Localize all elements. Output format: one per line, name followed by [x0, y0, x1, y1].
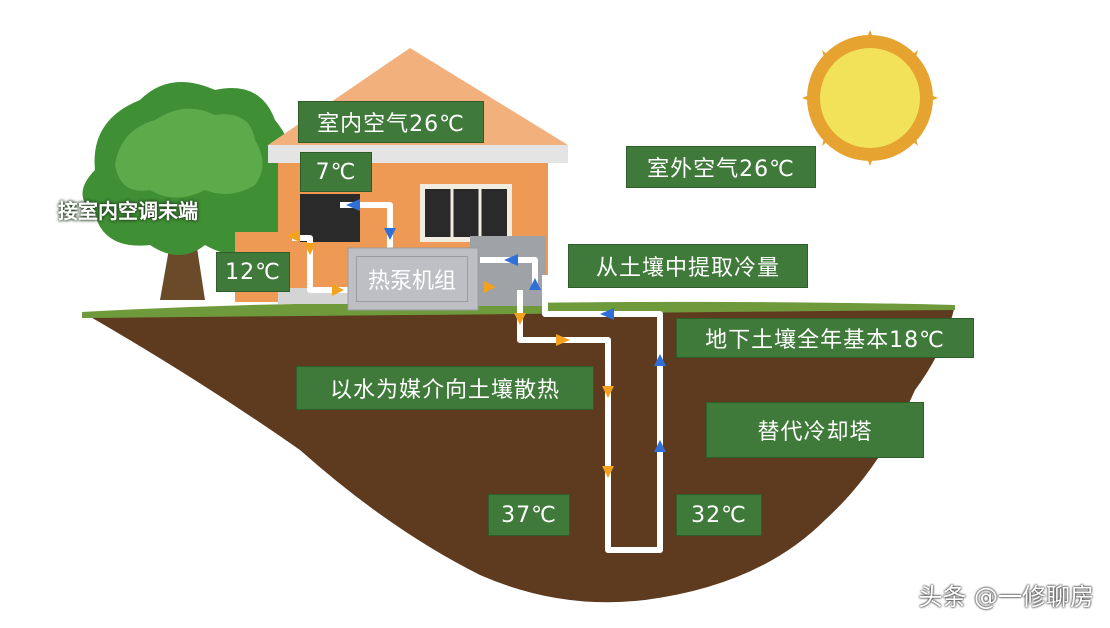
heat-pump-label: 热泵机组: [356, 256, 468, 302]
hot-arrow-icon: [484, 281, 496, 293]
tree-icon: [82, 82, 295, 300]
hot-arrow-icon: [286, 230, 300, 242]
house-window: [420, 184, 512, 242]
cold-arrow-icon: [654, 440, 666, 452]
cold-arrow-icon: [654, 354, 666, 366]
indoor-loop-pipe: [292, 235, 348, 293]
sun-icon: [802, 30, 938, 166]
hot-arrow-icon: [602, 386, 614, 398]
seven-degree-label: 7℃: [300, 152, 372, 192]
cold-arrow-icon: [529, 278, 541, 290]
replace-tower-label: 替代冷却塔: [706, 402, 924, 458]
cold-arrow-icon: [384, 228, 396, 240]
hot-arrow-icon: [602, 466, 614, 478]
hot-arrow-icon: [304, 243, 316, 255]
extract-cold-label: 从土壤中提取冷量: [568, 244, 808, 288]
cold-arrow-icon: [600, 308, 614, 320]
hot-arrow-icon: [514, 313, 526, 325]
cold-flow-arrows: [346, 199, 666, 452]
indoor-air-label: 室内空气26℃: [298, 101, 484, 143]
t37-label: 37℃: [488, 494, 570, 536]
hot-flow-arrows: [286, 230, 614, 478]
water-medium-label: 以水为媒介向土壤散热: [296, 366, 594, 410]
outdoor-air-label: 室外空气26℃: [626, 146, 816, 188]
watermark: 头条 @一修聊房: [918, 583, 1094, 611]
t32-label: 32℃: [676, 494, 762, 536]
left-window: [300, 194, 360, 242]
cold-arrow-icon: [504, 254, 518, 266]
cold-arrow-icon: [346, 199, 360, 211]
soil-temp-label: 地下土壤全年基本18℃: [676, 318, 974, 358]
hot-arrow-icon: [332, 284, 344, 296]
ground-loop-pipe: [517, 275, 663, 553]
twelve-degree-label: 12℃: [216, 252, 290, 292]
hot-arrow-icon: [556, 334, 570, 346]
terminal-label: 接室内空调末端: [58, 199, 198, 223]
